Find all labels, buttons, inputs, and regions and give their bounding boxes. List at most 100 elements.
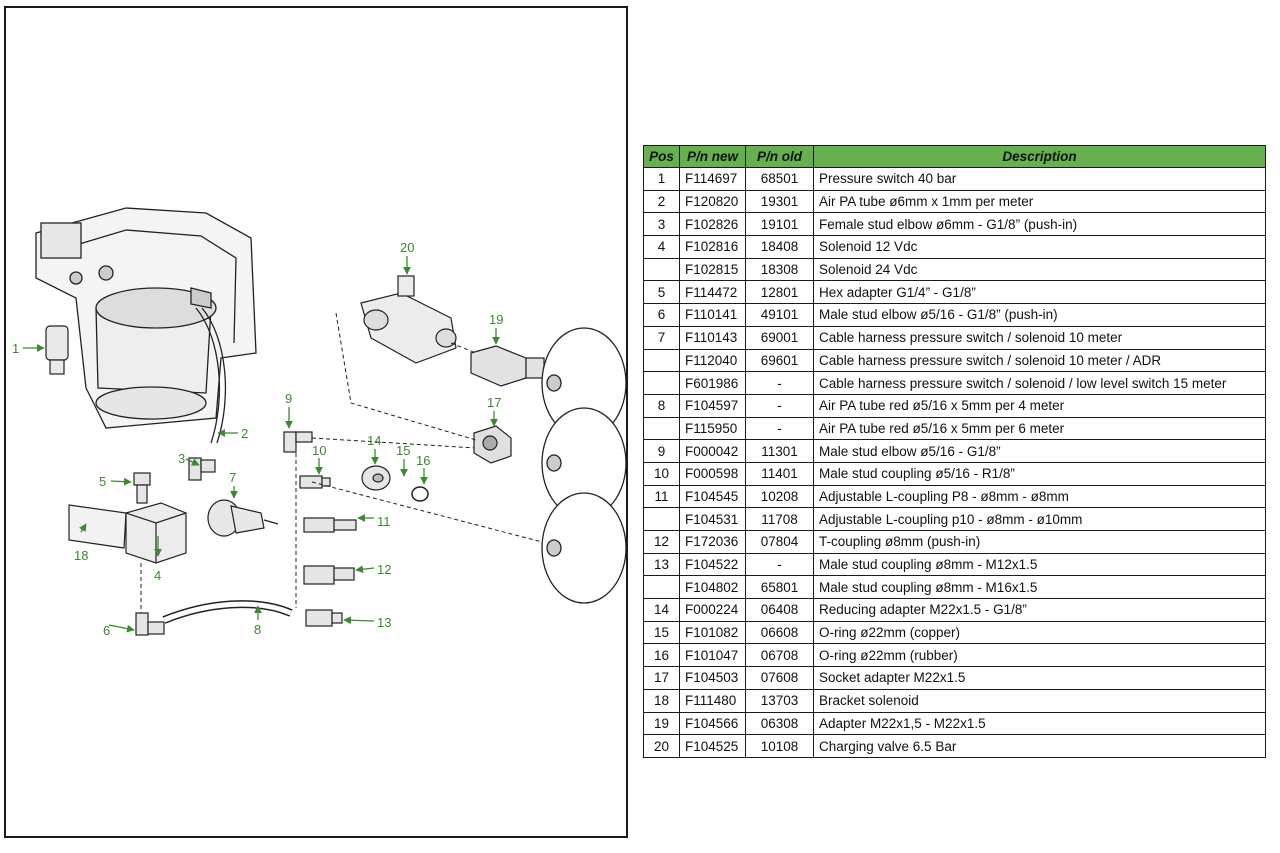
cell-pn-new: F101047 <box>679 643 746 668</box>
callout-20: 20 <box>400 240 414 255</box>
cell-description: Bracket solenoid <box>813 688 1266 713</box>
cell-pn-old: 06308 <box>745 711 814 736</box>
cell-pn-new: F112040 <box>679 348 746 373</box>
cell-pn-new: F000224 <box>679 598 746 622</box>
cell-description: Cable harness pressure switch / solenoid… <box>813 325 1266 350</box>
cell-pn-new: F000042 <box>679 439 746 463</box>
cell-pn-old: - <box>745 393 814 418</box>
cell-description: Male stud elbow ø5/16 - G1/8” (push-in) <box>813 303 1266 327</box>
cell-pn-new: F110141 <box>679 303 746 327</box>
cell-pos: 7 <box>643 325 680 350</box>
hex-adapter <box>133 472 151 504</box>
cell-pn-new: F104545 <box>679 484 746 509</box>
cell-description: Pressure switch 40 bar <box>813 167 1266 191</box>
cell-pn-new: F104597 <box>679 393 746 418</box>
header-pn-new: P/n new <box>679 145 746 168</box>
cell-pos: 11 <box>643 484 680 509</box>
pressure-switch <box>45 325 69 375</box>
cell-description: O-ring ø22mm (copper) <box>813 620 1266 645</box>
cell-pos <box>643 575 680 600</box>
cell-description: Charging valve 6.5 Bar <box>813 734 1266 758</box>
cell-pos: 10 <box>643 461 680 486</box>
cell-pn-old: 06608 <box>745 620 814 645</box>
cell-pn-new: F102815 <box>679 257 746 282</box>
callout-3: 3 <box>178 451 185 466</box>
cell-pos: 9 <box>643 439 680 463</box>
callout-2: 2 <box>241 426 248 441</box>
cell-pn-old: 18408 <box>745 235 814 259</box>
callout-1: 1 <box>12 341 19 356</box>
cell-description: Air PA tube red ø5/16 x 5mm per 6 meter <box>813 416 1266 441</box>
callout-4: 4 <box>154 568 161 583</box>
cell-pn-new: F111480 <box>679 688 746 713</box>
cell-pn-old: 06408 <box>745 598 814 622</box>
callout-12: 12 <box>377 562 391 577</box>
cell-pn-new: F104503 <box>679 666 746 690</box>
cell-description: O-ring ø22mm (rubber) <box>813 643 1266 668</box>
cell-pn-old: 13703 <box>745 688 814 713</box>
cell-pos: 16 <box>643 643 680 668</box>
cell-description: Solenoid 24 Vdc <box>813 257 1266 282</box>
exploded-diagram-panel: 1 2 3 4 5 6 7 8 9 10 11 12 13 14 15 16 1… <box>4 6 628 838</box>
cell-pos: 12 <box>643 530 680 554</box>
cell-description: Female stud elbow ø6mm - G1/8” (push-in) <box>813 212 1266 237</box>
table-row: F115950-Air PA tube red ø5/16 x 5mm per … <box>643 416 1266 441</box>
cell-pos: 4 <box>643 235 680 259</box>
cell-pn-new: F115950 <box>679 416 746 441</box>
callout-10: 10 <box>312 443 326 458</box>
cell-pn-old: 19101 <box>745 212 814 237</box>
cell-pos <box>643 371 680 395</box>
cell-pn-new: F104802 <box>679 575 746 600</box>
cell-pn-old: 10108 <box>745 734 814 758</box>
cell-pos: 3 <box>643 212 680 237</box>
cell-pos <box>643 257 680 282</box>
cell-pos: 14 <box>643 598 680 622</box>
cell-pn-old: 49101 <box>745 303 814 327</box>
female-stud-elbow <box>188 457 216 481</box>
cell-pn-new: F104522 <box>679 552 746 577</box>
cell-pn-new: F104566 <box>679 711 746 736</box>
exploded-parts-diagram: 1 2 3 4 5 6 7 8 9 10 11 12 13 14 15 16 1… <box>12 207 626 638</box>
cell-description: Adjustable L-coupling P8 - ø8mm - ø8mm <box>813 484 1266 509</box>
tank-discs <box>541 327 626 604</box>
cell-pn-old: - <box>745 552 814 577</box>
cell-pos: 17 <box>643 666 680 690</box>
cell-pn-old: 69001 <box>745 325 814 350</box>
cell-pos: 19 <box>643 711 680 736</box>
air-tube-2 <box>195 307 221 444</box>
cell-pn-old: 07804 <box>745 530 814 554</box>
adapter-19 <box>470 345 545 387</box>
table-header-row: Pos P/n new P/n old Description <box>643 145 1266 168</box>
callout-11: 11 <box>377 514 391 529</box>
cell-description: Cable harness pressure switch / solenoid… <box>813 371 1266 395</box>
cell-pn-old: 06708 <box>745 643 814 668</box>
cell-pos <box>643 416 680 441</box>
cell-pn-old: 19301 <box>745 189 814 214</box>
cell-pn-new: F104525 <box>679 734 746 758</box>
cell-description: Socket adapter M22x1.5 <box>813 666 1266 690</box>
cell-pn-new: F601986 <box>679 371 746 395</box>
cell-pn-new: F172036 <box>679 530 746 554</box>
cell-pn-new: F110143 <box>679 325 746 350</box>
cell-pn-new: F104531 <box>679 507 746 531</box>
cell-description: Male stud coupling ø5/16 - R1/8” <box>813 461 1266 486</box>
cell-pos: 2 <box>643 189 680 214</box>
callout-17: 17 <box>487 395 501 410</box>
cell-description: Cable harness pressure switch / solenoid… <box>813 348 1266 373</box>
cell-description: Hex adapter G1/4” - G1/8” <box>813 280 1266 305</box>
header-description: Description <box>813 145 1266 168</box>
